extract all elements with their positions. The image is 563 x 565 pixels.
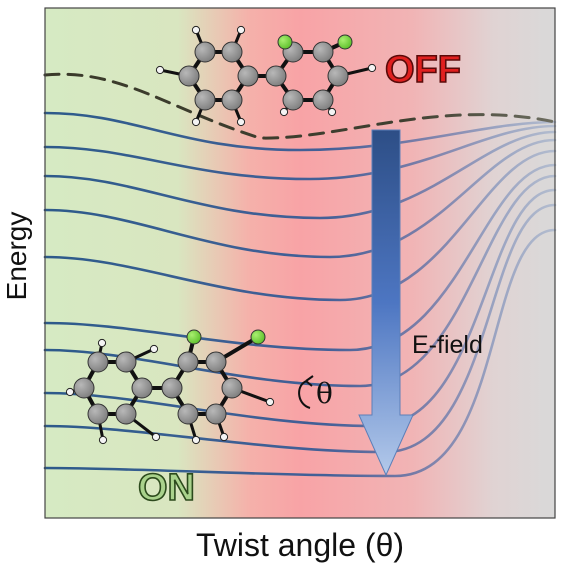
carbon-atom <box>205 403 227 425</box>
hydrogen-atom <box>191 117 201 127</box>
molecule-on-structure <box>65 329 275 445</box>
energy-curve-dashed <box>43 72 557 140</box>
energy-curve <box>43 138 557 259</box>
carbon-atom <box>237 65 259 87</box>
hydrogen-atom <box>327 107 337 117</box>
e-field-label: E-field <box>412 331 483 359</box>
carbon-atom <box>177 351 199 373</box>
carbon-atom <box>87 403 109 425</box>
halogen-atom <box>250 329 266 345</box>
energy-curve <box>43 149 557 302</box>
carbon-atom <box>87 351 109 373</box>
e-field-arrow <box>358 129 414 477</box>
hydrogen-atom <box>151 432 161 442</box>
carbon-atom <box>178 65 200 87</box>
carbon-atom <box>327 65 349 87</box>
carbon-atom <box>282 89 304 111</box>
hydrogen-atom <box>219 432 229 442</box>
halogen-atom <box>186 329 202 345</box>
hydrogen-atom <box>279 107 289 117</box>
carbon-atom <box>194 41 216 63</box>
carbon-atom <box>312 89 334 111</box>
carbon-atom <box>312 41 334 63</box>
carbon-atom <box>73 377 95 399</box>
hydrogen-atom <box>367 63 377 73</box>
hydrogen-atom <box>236 117 246 127</box>
halogen-atom <box>277 34 293 50</box>
energy-curve <box>43 163 557 352</box>
energy-curves <box>43 72 557 478</box>
carbon-atom <box>221 377 243 399</box>
carbon-atom <box>221 41 243 63</box>
energy-curve <box>43 228 557 478</box>
energy-curve <box>43 174 557 388</box>
carbon-atom <box>221 89 243 111</box>
on-label: ON <box>138 467 195 509</box>
carbon-atom <box>177 403 199 425</box>
carbon-atom <box>205 351 227 373</box>
carbon-atom <box>161 377 183 399</box>
hydrogen-atom <box>97 338 107 348</box>
hydrogen-atom <box>98 435 108 445</box>
energy-curve <box>43 130 557 220</box>
carbon-atom <box>115 351 137 373</box>
halogen-atom <box>337 34 353 50</box>
carbon-atom <box>131 377 153 399</box>
hydrogen-atom <box>265 397 275 407</box>
hydrogen-atom <box>149 344 159 354</box>
off-label: OFF <box>385 49 461 91</box>
y-axis-label: Energy <box>1 211 32 301</box>
energy-curve <box>43 111 557 152</box>
energy-curve <box>43 124 557 181</box>
molecule-off-structure <box>155 25 377 127</box>
carbon-atom <box>115 403 137 425</box>
rotation-arrowhead-icon <box>305 375 314 387</box>
rotation-arrow-icon <box>298 380 311 409</box>
hydrogen-atom <box>155 65 165 75</box>
carbon-atom <box>265 65 287 87</box>
hydrogen-atom <box>191 435 201 445</box>
hydrogen-atom <box>65 387 75 397</box>
carbon-atom <box>194 89 216 111</box>
plot-frame <box>44 7 556 519</box>
x-axis-label: Twist angle (θ) <box>195 527 405 563</box>
theta-symbol: θ <box>316 377 333 410</box>
hydrogen-atom <box>191 25 201 35</box>
hydrogen-atom <box>236 25 246 35</box>
